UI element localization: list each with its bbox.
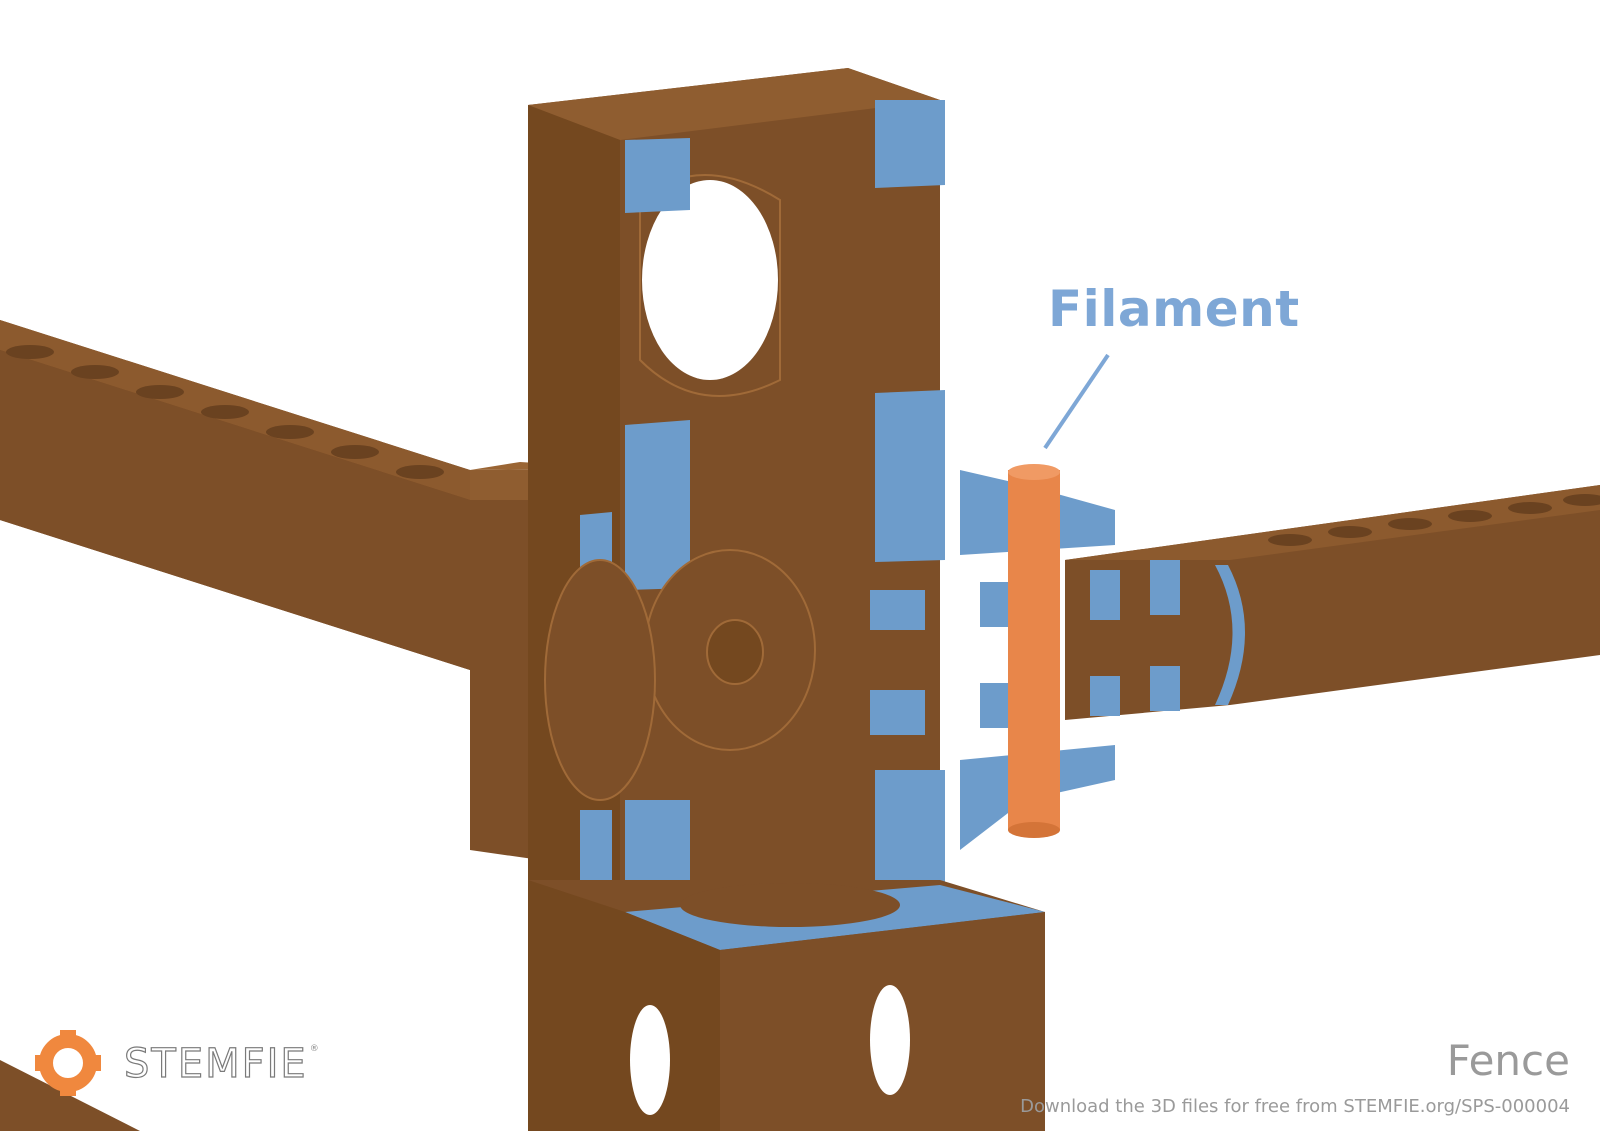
stemfie-logo-icon	[35, 1030, 101, 1096]
brand-name: STEMFIE	[123, 1040, 308, 1087]
lower-cube	[528, 880, 1045, 1131]
stemfie-brand: STEMFIE ®	[112, 1034, 319, 1094]
filament-label: Filament	[1048, 280, 1300, 338]
left-beam-holes	[6, 345, 444, 479]
brand-registered-mark: ®	[309, 1044, 319, 1054]
download-note: Download the 3D files for free from STEM…	[1020, 1096, 1570, 1117]
right-beam	[1065, 485, 1600, 720]
filament-callout-line	[1043, 353, 1110, 450]
filament-rod	[1008, 464, 1060, 838]
column-hole-top	[642, 180, 778, 380]
left-beam	[0, 320, 470, 670]
model-title: Fence	[1446, 1036, 1570, 1085]
pin-disc	[544, 549, 816, 801]
